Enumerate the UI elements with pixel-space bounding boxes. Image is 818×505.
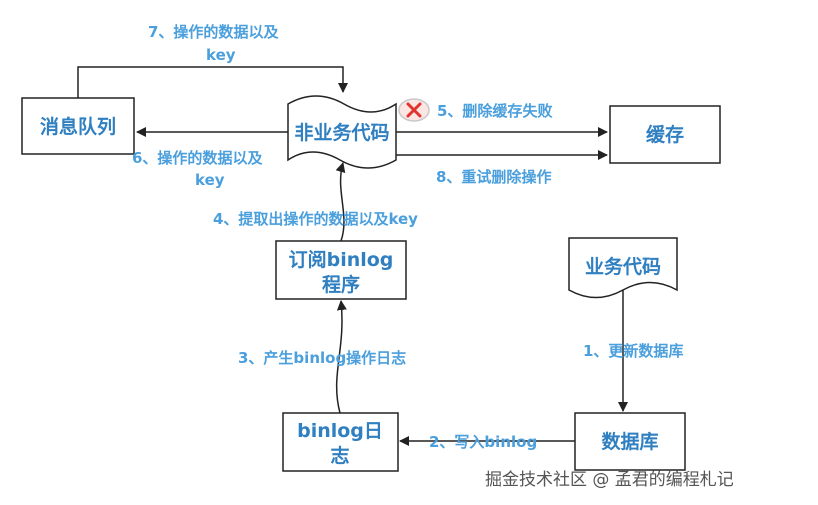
edge-extract-data — [335, 162, 346, 242]
node-non-business-code-label: 非业务代码 — [294, 121, 389, 144]
edge-label-step7-line2: key — [206, 46, 236, 64]
node-message-queue: 消息队列 — [21, 97, 135, 155]
node-non-business-code: 非业务代码 — [287, 95, 397, 169]
node-business-code: 业务代码 — [568, 237, 678, 299]
node-business-code-label: 业务代码 — [585, 255, 661, 278]
edge-label-step8: 8、重试删除操作 — [436, 168, 551, 186]
node-cache: 缓存 — [609, 105, 721, 164]
node-cache-label: 缓存 — [646, 123, 684, 146]
node-binlog-subscriber-label-1: 订阅binlog — [289, 249, 394, 271]
node-binlog-log-label-2: 志 — [330, 444, 349, 467]
edge-label-step6-line2: key — [195, 171, 225, 189]
x-circle-icon — [398, 98, 430, 122]
node-database-label: 数据库 — [601, 430, 658, 453]
node-database: 数据库 — [574, 412, 686, 471]
node-binlog-subscriber-label-2: 程序 — [322, 273, 360, 296]
edge-label-step7-line1: 7、操作的数据以及 — [148, 23, 279, 41]
node-message-queue-label: 消息队列 — [40, 115, 116, 138]
node-binlog-subscriber: 订阅binlog 程序 — [275, 240, 407, 300]
edge-label-step6-line1: 6、操作的数据以及 — [132, 149, 263, 167]
edge-label-step4: 4、提取出操作的数据以及key — [213, 210, 418, 228]
edge-label-step1: 1、更新数据库 — [583, 342, 683, 360]
edge-consume-from-queue — [77, 66, 348, 98]
node-binlog-log: binlog日 志 — [282, 412, 399, 472]
edge-label-step2: 2、写入binlog — [429, 433, 537, 451]
node-binlog-log-label-1: binlog日 — [297, 420, 383, 442]
edge-label-step5: 5、删除缓存失败 — [437, 102, 552, 120]
edge-label-step3: 3、产生binlog操作日志 — [238, 349, 406, 367]
watermark: 掘金技术社区 @ 孟君的编程札记 — [485, 470, 734, 490]
edge-produce-binlog-log — [335, 300, 347, 414]
